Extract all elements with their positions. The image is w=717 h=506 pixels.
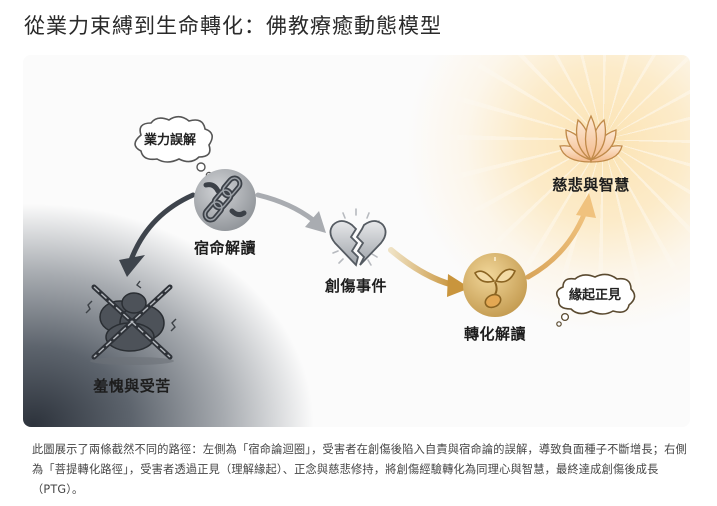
arrow-to-wisdom [525,193,596,280]
diagram-card: 業力誤解 宿命解讀 [23,55,690,427]
node-trauma-event: 創傷事件 [313,207,399,296]
sprout-icon [463,253,527,317]
node-transformative-interpretation: 轉化解讀 [455,251,535,344]
bubble-text-right-view: 緣起正見 [568,287,621,303]
arrow-to-suffering [119,192,196,277]
node-compassion-wisdom: 慈悲與智慧 [541,110,641,195]
lotus-icon [559,114,623,163]
node-label-fatalistic: 宿命解讀 [193,239,256,257]
arrow-to-trauma [255,192,326,233]
broken-heart-icon [329,208,387,267]
thought-bubble-karma: 業力誤解 [127,115,213,179]
arrows-layer [119,192,596,297]
arrow-to-transform [388,247,470,297]
node-label-transform: 轉化解讀 [463,325,526,343]
node-label-trauma: 創傷事件 [324,277,387,295]
node-label-wisdom: 慈悲與智慧 [552,176,630,194]
chain-link-icon [194,169,256,231]
bubble-text-karma: 業力誤解 [143,132,196,148]
thought-bubble-right-view: 緣起正見 [551,273,636,327]
cloud-icon [555,273,636,327]
node-fatalistic-interpretation: 宿命解讀 [189,167,261,258]
page-title: 從業力束縛到生命轉化：佛教療癒動態模型 [24,14,442,38]
tangled-chains-icon [85,280,177,365]
node-shame-suffering: 羞愧與受苦 [77,273,187,396]
node-label-suffering: 羞愧與受苦 [93,377,171,395]
figure-caption: 此圖展示了兩條截然不同的路徑：左側為「宿命論迴圈」，受害者在創傷後陷入自責與宿命… [32,443,687,496]
